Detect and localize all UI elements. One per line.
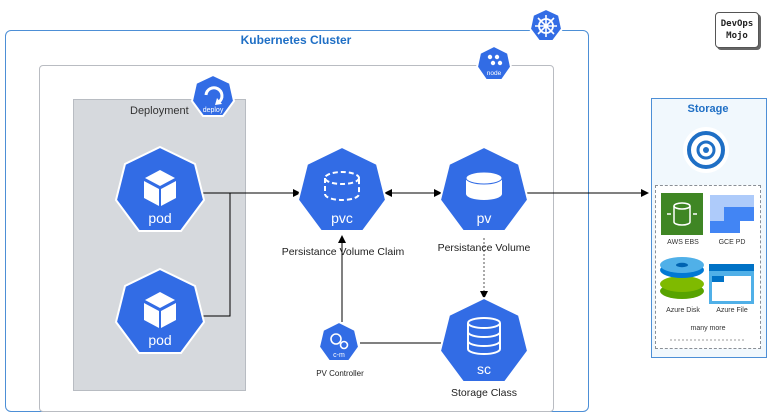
logo-line-2: Mojo [726, 31, 748, 41]
deploy-icon: deploy [190, 73, 236, 117]
node-badge-text: node [487, 70, 502, 77]
cube-icon [144, 170, 176, 206]
pvc-caption: Persistance Volume Claim [281, 246, 405, 258]
gce-pd-label: GCE PD [718, 239, 746, 246]
sc-label: sc [477, 361, 491, 377]
aws-ebs-icon [661, 193, 703, 235]
node-icon: node [475, 44, 513, 81]
pv-controller-node: c-m [317, 320, 361, 362]
storage-class-caption: Storage Class [451, 387, 517, 399]
gce-pd-icon [710, 195, 754, 233]
kubernetes-helm-icon [528, 7, 564, 42]
cube-icon [144, 292, 176, 328]
storage-class-node: sc [438, 296, 530, 383]
gears-icon [330, 333, 349, 350]
azure-disk-label: Azure Disk [666, 307, 700, 314]
pv-node: pv [438, 145, 530, 232]
storage-title: Storage [687, 103, 729, 115]
pv-label: pv [477, 210, 492, 226]
pod-1: pod [114, 145, 206, 232]
storage-target-icon [683, 127, 729, 173]
controller-badge-text: c-m [333, 352, 345, 359]
pvc-node: pvc [296, 145, 388, 232]
azure-disk-icon [660, 257, 704, 299]
cluster-title: Kubernetes Cluster [240, 33, 352, 47]
storage-stack-icon [467, 317, 501, 355]
azure-file-label: Azure File [716, 307, 748, 314]
logo-line-1: DevOps [720, 19, 754, 29]
pod-1-label: pod [148, 210, 171, 226]
connectors [202, 189, 649, 344]
azure-file-icon [709, 264, 754, 304]
pod-2-label: pod [148, 332, 171, 348]
diagram-canvas: node deploy pod pod pvc [114, 7, 754, 383]
volume-claim-icon [324, 171, 360, 201]
pv-caption: Persistance Volume [437, 242, 531, 254]
deployment-title: Deployment [130, 105, 189, 117]
aws-ebs-label: AWS EBS [667, 239, 699, 246]
many-more-label: many more [690, 325, 726, 332]
pod2-to-pvc-connector [202, 193, 231, 317]
pv-controller-caption: PV Controller [316, 369, 364, 378]
pvc-label: pvc [331, 210, 353, 226]
devops-mojo-logo: DevOps Mojo [715, 12, 759, 48]
deploy-badge-text: deploy [203, 107, 224, 114]
pod-2: pod [114, 267, 206, 354]
volume-icon [465, 171, 503, 200]
